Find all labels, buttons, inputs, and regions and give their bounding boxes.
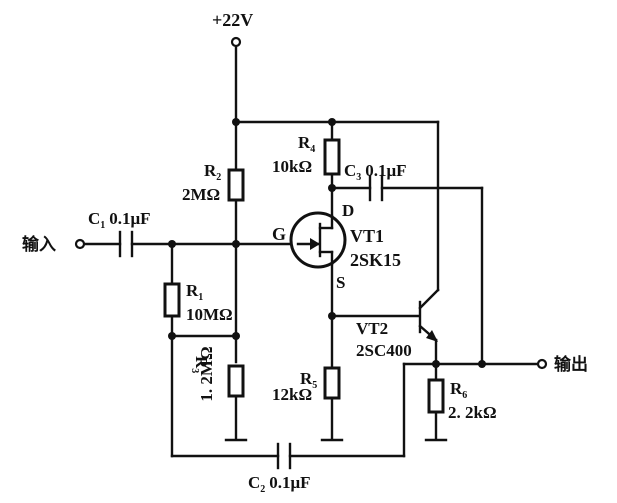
junction-dot — [168, 240, 176, 248]
resistor-r4: R4 10kΩ — [272, 133, 341, 176]
output-terminal: 输出 — [536, 354, 588, 374]
source-label: S — [336, 273, 345, 292]
svg-text:C20.1μF: C20.1μF — [248, 473, 311, 495]
svg-text:2. 2kΩ: 2. 2kΩ — [448, 403, 497, 422]
svg-text:R1: R1 — [186, 281, 203, 303]
supply-label: +22V — [212, 10, 253, 30]
junction-dot — [478, 360, 486, 368]
junction-dot — [232, 118, 240, 126]
junction-dot — [432, 360, 440, 368]
svg-text:10kΩ: 10kΩ — [272, 157, 312, 176]
vt1-name: VT1 — [350, 226, 384, 246]
svg-text:C10.1μF: C10.1μF — [88, 209, 151, 231]
svg-text:C30.1μF: C30.1μF — [344, 161, 407, 183]
svg-text:R3: R3 — [189, 356, 211, 373]
drain-label: D — [342, 201, 354, 220]
svg-text:1. 2MΩ: 1. 2MΩ — [197, 346, 216, 401]
junction-dot — [168, 332, 176, 340]
svg-text:R4: R4 — [298, 133, 315, 155]
svg-text:R6: R6 — [450, 379, 467, 401]
junction-dot — [232, 240, 240, 248]
resistor-r2: R2 2MΩ — [182, 161, 245, 204]
output-label: 输出 — [554, 354, 588, 374]
resistor-r1: R1 10MΩ — [163, 281, 233, 324]
vt2-part: 2SC400 — [356, 341, 412, 360]
junction-dot — [232, 332, 240, 340]
input-label: 输入 — [22, 234, 56, 254]
junction-dot — [328, 184, 336, 192]
junction-dot — [328, 312, 336, 320]
svg-text:R2: R2 — [204, 161, 221, 183]
transistor-vt1: G D S VT1 2SK15 — [272, 201, 401, 292]
svg-text:12kΩ: 12kΩ — [272, 385, 312, 404]
transistor-vt2: VT2 2SC400 — [356, 288, 440, 360]
resistor-r6: R6 2. 2kΩ — [427, 378, 497, 422]
svg-text:2MΩ: 2MΩ — [182, 185, 220, 204]
input-terminal: 输入 — [22, 234, 86, 254]
svg-text:10MΩ: 10MΩ — [186, 305, 233, 324]
vt1-part: 2SK15 — [350, 250, 401, 270]
supply-terminal: +22V — [212, 10, 253, 48]
junction-dots — [168, 118, 486, 368]
resistor-r3: R3 1. 2MΩ — [189, 346, 245, 402]
vt2-name: VT2 — [356, 319, 388, 338]
junction-dot — [328, 118, 336, 126]
svg-text:R5: R5 — [300, 369, 317, 391]
gate-label: G — [272, 224, 286, 244]
resistor-r5: R5 12kΩ — [272, 366, 341, 404]
